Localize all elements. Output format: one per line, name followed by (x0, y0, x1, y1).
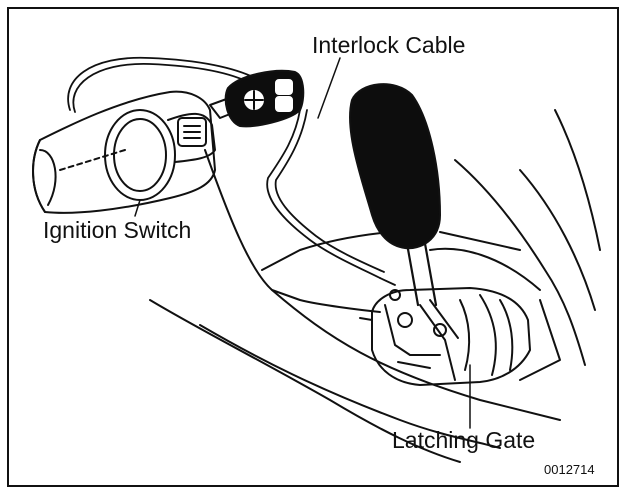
interlock-cable-label: Interlock Cable (312, 32, 466, 58)
latching-gate-label: Latching Gate (392, 427, 536, 453)
ignition-switch-label: Ignition Switch (43, 217, 192, 243)
diagram-border (7, 7, 619, 487)
leader-lines (134, 57, 471, 429)
interlock-cable-leader (317, 57, 341, 119)
shift-knob (349, 83, 442, 250)
interlock-cable (67, 56, 396, 286)
latching-gate-mechanism (359, 287, 531, 386)
ignition-switch-assembly (32, 90, 216, 214)
shift-console (149, 109, 601, 463)
ignition-key (209, 69, 305, 128)
ignition-switch-leader (134, 199, 141, 217)
figure-code: 0012714 (544, 462, 595, 477)
